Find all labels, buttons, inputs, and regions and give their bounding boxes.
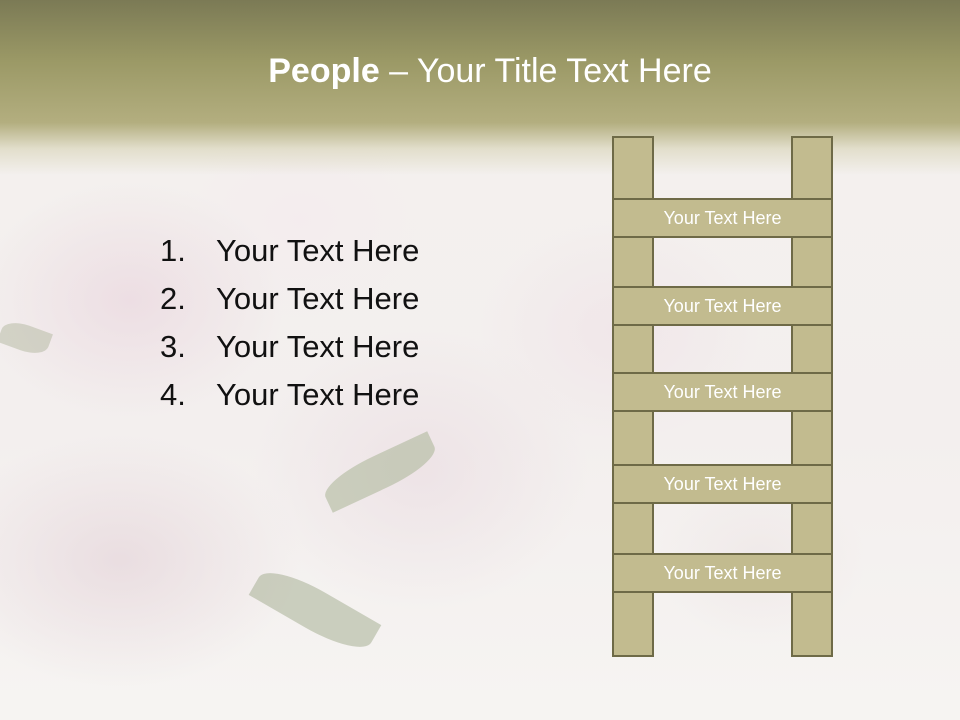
list-item: 4. Your Text Here	[160, 377, 419, 425]
ladder-rung[interactable]: Your Text Here	[612, 198, 833, 238]
list-item: 2. Your Text Here	[160, 281, 419, 329]
title-bold-part: People	[268, 52, 380, 90]
list-item: 1. Your Text Here	[160, 233, 419, 281]
list-item-number: 4.	[160, 377, 186, 412]
slide-title[interactable]: People – Your Title Text Here	[0, 52, 960, 91]
list-item-text: Your Text Here	[216, 233, 420, 268]
leaf-decoration	[0, 317, 53, 359]
list-item: 3. Your Text Here	[160, 329, 419, 377]
list-item-text: Your Text Here	[216, 377, 420, 412]
ladder-rung[interactable]: Your Text Here	[612, 286, 833, 326]
list-item-number: 1.	[160, 233, 186, 268]
title-rest-part: – Your Title Text Here	[379, 52, 712, 90]
list-item-text: Your Text Here	[216, 329, 420, 364]
leaf-decoration	[248, 560, 382, 660]
list-item-number: 2.	[160, 281, 186, 316]
ladder-rung[interactable]: Your Text Here	[612, 372, 833, 412]
numbered-list[interactable]: 1. Your Text Here 2. Your Text Here 3. Your…	[160, 233, 419, 425]
ladder-rung[interactable]: Your Text Here	[612, 464, 833, 504]
list-item-text: Your Text Here	[216, 281, 420, 316]
leaf-decoration	[318, 431, 442, 513]
list-item-number: 3.	[160, 329, 186, 364]
ladder-rung[interactable]: Your Text Here	[612, 553, 833, 593]
